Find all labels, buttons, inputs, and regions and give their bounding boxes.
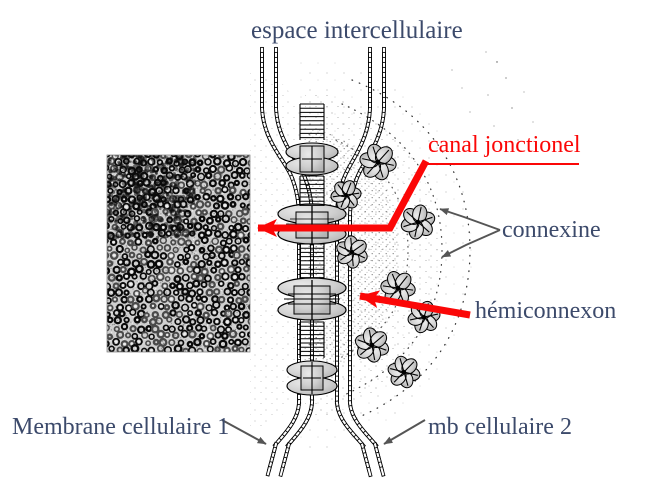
connexine-arrow-upper [439,208,501,231]
connexon [330,180,362,210]
junction-plaque [286,360,338,396]
label-espace-intercellulaire: espace intercellulaire [251,17,463,44]
canal-jonctionel-arrow [257,159,430,237]
electron-micrograph-inset [106,154,251,353]
label-connexine: connexine [502,217,601,243]
intermembrane-ladders [299,103,325,358]
connexon [387,355,421,389]
connexon [336,235,368,269]
connexine-arrow-lower [441,229,501,258]
connexon [354,327,390,363]
connexon [400,204,436,240]
junction-plaques [277,142,347,396]
junction-plaque [285,142,339,176]
label-mb-cellulaire-2: mb cellulaire 2 [428,414,572,440]
membrane-face-cut-arcs [335,79,471,421]
canal-jonctionel-underline [427,163,579,165]
hemiconnexon-arrow [359,290,471,319]
connexon [359,143,397,181]
free-connexons [330,143,441,389]
junction-plaque-hemiconnexon [277,277,347,321]
label-membrane-cellulaire-1: Membrane cellulaire 1 [12,414,230,440]
label-canal-jonctionel: canal jonctionel [428,132,581,158]
membrane2-arrow [383,419,426,445]
label-hemiconnexon: hémiconnexon [475,298,617,324]
background-specks [451,51,534,141]
junction-plaque-canal [277,203,347,245]
membrane1-arrow [221,419,267,445]
